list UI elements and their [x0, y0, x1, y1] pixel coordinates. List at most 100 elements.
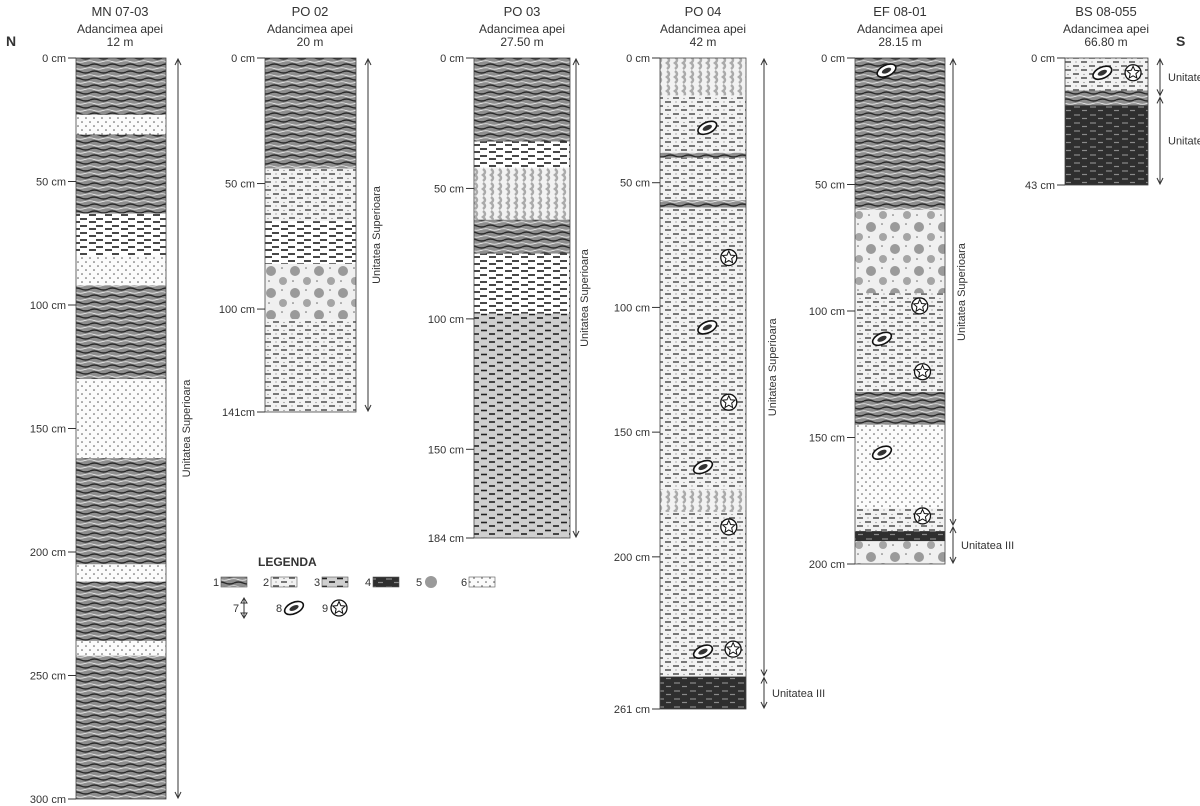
layer-dark — [855, 531, 945, 541]
depth-label: 100 cm — [614, 302, 650, 314]
depth-label: 0 cm — [231, 53, 255, 65]
depth-label: 100 cm — [809, 306, 845, 318]
depth-label: 0 cm — [42, 53, 66, 65]
layer-mud — [660, 153, 746, 158]
layer-mud — [474, 58, 570, 141]
water-depth-value: 28.15 m — [878, 35, 921, 49]
layer-concretion — [855, 210, 945, 293]
depth-label: 0 cm — [626, 53, 650, 65]
layer-mud — [660, 200, 746, 207]
south-label: S — [1176, 33, 1185, 49]
water-depth-caption: Adancimea apei — [77, 22, 163, 36]
water-depth-caption: Adancimea apei — [660, 22, 746, 36]
legend-number: 8 — [276, 603, 282, 615]
water-depth-value: 66.80 m — [1084, 35, 1127, 49]
layer-mud — [76, 285, 166, 379]
legend-title: LEGENDA — [258, 555, 317, 569]
unit-label: Unitatea III — [1168, 136, 1200, 148]
layer-mud — [855, 58, 945, 210]
depth-label: 261 cm — [614, 704, 650, 716]
unit-label: Unitatea Superioara — [956, 242, 968, 341]
layer-mud — [76, 458, 166, 564]
layer-mud — [265, 58, 356, 168]
foraminifera-icon — [912, 298, 928, 314]
layer-silt — [855, 508, 945, 531]
foraminifera-icon — [725, 641, 741, 657]
depth-label: 150 cm — [809, 433, 845, 445]
layer-laminated — [265, 221, 356, 264]
layer-sand — [76, 256, 166, 286]
legend-shell-icon — [283, 599, 306, 617]
depth-label: 200 cm — [809, 559, 845, 571]
legend-swatch-dark — [373, 577, 399, 587]
layer-laminated — [474, 141, 570, 167]
layer-mud — [76, 135, 166, 214]
layer-mud — [474, 220, 570, 254]
depth-label: 200 cm — [30, 547, 66, 559]
core-title: BS 08-055 — [1075, 4, 1136, 19]
legend-number: 1 — [213, 577, 219, 589]
unit-label: Unitatea Superioara — [767, 317, 779, 416]
depth-label: 184 cm — [428, 533, 464, 545]
layer-mud — [76, 58, 166, 115]
layer-concretion — [265, 264, 356, 319]
legend-number: 5 — [416, 577, 422, 589]
depth-label: 100 cm — [30, 300, 66, 312]
layer-sand — [76, 564, 166, 581]
foraminifera-icon — [721, 250, 737, 266]
layer-silt — [660, 208, 746, 490]
depth-label: 141cm — [222, 407, 255, 419]
legend-items: 123456789 — [213, 576, 495, 618]
layer-mud — [1065, 90, 1148, 105]
foraminifera-icon — [1125, 65, 1141, 81]
depth-label: 200 cm — [614, 552, 650, 564]
depth-label: 0 cm — [440, 53, 464, 65]
depth-label: 250 cm — [30, 671, 66, 683]
layer-dark — [660, 677, 746, 709]
layer-laminated — [76, 214, 166, 256]
north-label: N — [6, 33, 16, 49]
layer-sand — [76, 115, 166, 135]
depth-label: 150 cm — [30, 424, 66, 436]
foraminifera-icon — [721, 394, 737, 410]
water-depth-caption: Adancimea apei — [479, 22, 565, 36]
unit-label: Unitatea Superioara — [371, 185, 383, 284]
depth-label: 50 cm — [225, 179, 255, 191]
depth-label: 50 cm — [620, 178, 650, 190]
depth-label: 300 cm — [30, 794, 66, 806]
layer-silt — [265, 319, 356, 412]
layer-wavy — [660, 58, 746, 95]
depth-label: 150 cm — [614, 427, 650, 439]
depth-label: 43 cm — [1025, 180, 1055, 192]
legend-number: 7 — [233, 603, 239, 615]
foraminifera-icon — [721, 519, 737, 535]
water-depth-value: 27.50 m — [500, 35, 543, 49]
layer-sand — [76, 641, 166, 656]
unit-label: Unitatea Superioara — [1168, 72, 1200, 84]
legend-swatch-silt — [271, 577, 297, 587]
legend-swatch-mud — [221, 577, 247, 587]
layer-grey — [474, 314, 570, 538]
legend-number: 9 — [322, 603, 328, 615]
unit-label: Unitatea III — [961, 540, 1014, 552]
legend-number: 2 — [263, 577, 269, 589]
depth-label: 50 cm — [36, 177, 66, 189]
depth-label: 50 cm — [815, 180, 845, 192]
depth-label: 0 cm — [1031, 53, 1055, 65]
core-mn0703: MN 07-03Adancimea apei12 m0 cm50 cm100 c… — [30, 4, 193, 806]
layer-silt — [855, 293, 945, 392]
legend-number: 6 — [461, 577, 467, 589]
double-arrow-icon — [241, 598, 247, 618]
layer-dark — [1065, 105, 1148, 185]
layer-mud — [855, 392, 945, 425]
layer-sand — [76, 379, 166, 458]
layer-concretion — [855, 541, 945, 564]
